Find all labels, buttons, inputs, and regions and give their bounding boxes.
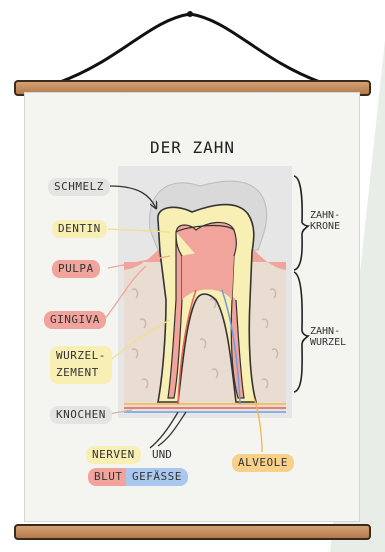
label-zahnkrone-line2: KRONE (310, 221, 340, 232)
label-gefaesse: GEFÄSSE (126, 468, 188, 486)
label-zahnkrone: ZAHN- KRONE (310, 210, 340, 232)
label-wurzelzement-line2: ZEMENT (56, 364, 106, 381)
label-blut: BLUT (88, 468, 129, 486)
crown-bracket (294, 176, 308, 270)
label-nerven: NERVEN (86, 446, 141, 464)
root-bracket (294, 272, 308, 392)
label-gingiva: GINGIVA (44, 311, 106, 329)
label-schmelz: SCHMELZ (48, 178, 110, 196)
label-dentin: DENTIN (52, 220, 107, 238)
label-zahnwurzel-line2: WURZEL (310, 337, 346, 348)
label-pulpa: PULPA (52, 260, 100, 278)
label-alveole: ALVEOLE (232, 454, 294, 472)
label-und: UND (152, 448, 172, 461)
label-zahnwurzel: ZAHN- WURZEL (310, 326, 346, 348)
label-zahnwurzel-line1: ZAHN- (310, 326, 346, 337)
label-zahnkrone-line1: ZAHN- (310, 210, 340, 221)
label-wurzelzement: WURZEL- ZEMENT (50, 346, 112, 384)
label-wurzelzement-line1: WURZEL- (56, 347, 106, 364)
label-knochen: KNOCHEN (50, 406, 112, 424)
